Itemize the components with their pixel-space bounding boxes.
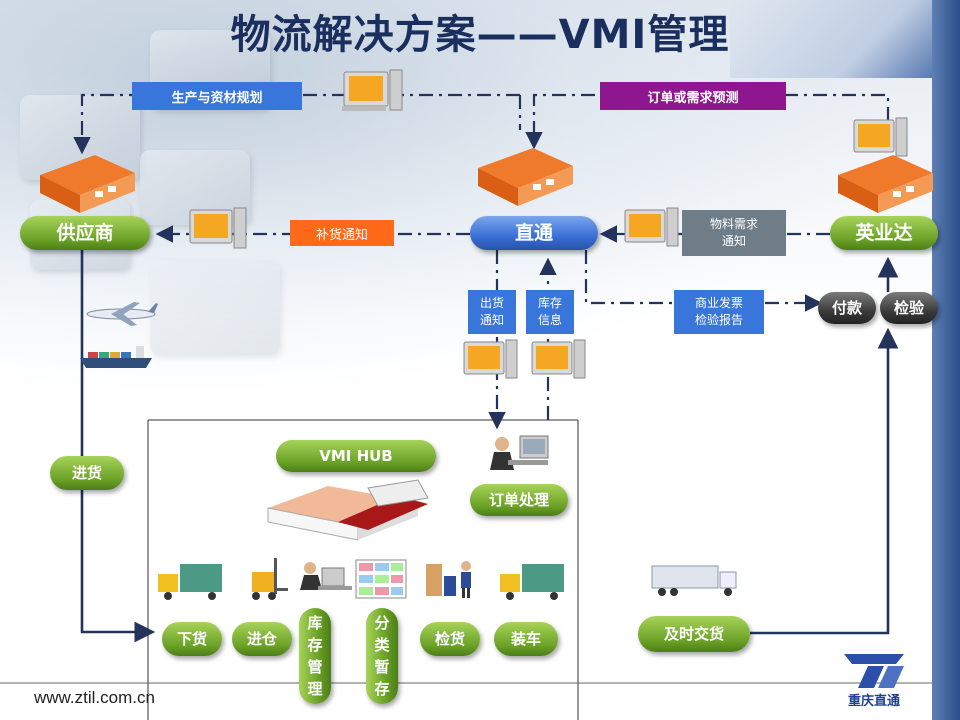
step-sort-store-label: 分类暂存 <box>374 614 390 698</box>
replenish-notice-box: 补货通知 <box>290 220 394 246</box>
shipment-notice-box: 出货 通知 <box>468 290 516 334</box>
step-inventory-mgmt-label: 库存管理 <box>307 614 323 698</box>
page-title: 物流解决方案——VMI管理 <box>230 12 730 58</box>
truck-icon <box>500 564 564 600</box>
vmi-hub-label: VMI HUB <box>276 440 436 472</box>
yingyeda-node: 英业达 <box>830 216 938 250</box>
step-load: 装车 <box>494 622 558 656</box>
step-sort-store: 分类暂存 <box>366 608 398 704</box>
invoice-report-box: 商业发票 检验报告 <box>674 290 764 334</box>
order-processing-node: 订单处理 <box>470 484 568 516</box>
step-inventory-mgmt: 库存管理 <box>299 608 331 704</box>
step-pick: 检货 <box>420 622 480 656</box>
step-warehouse-in: 进仓 <box>232 622 292 656</box>
inventory-info-box: 库存 信息 <box>526 290 574 334</box>
trailer-truck-icon <box>651 565 737 596</box>
computer-icon <box>189 207 247 249</box>
hub-warehouse-building-icon <box>267 479 429 541</box>
operator-at-computer-icon <box>490 435 549 470</box>
worker-with-cart-icon <box>426 561 471 598</box>
timely-delivery-node: 及时交货 <box>638 616 750 652</box>
material-demand-box: 物料需求 通知 <box>682 210 786 256</box>
footer-url[interactable]: www.ztil.com.cn <box>34 688 155 707</box>
airplane-icon <box>86 302 158 326</box>
company-logo-icon <box>844 654 904 688</box>
zhitong-node: 直通 <box>470 216 598 250</box>
supplier-node: 供应商 <box>20 216 150 250</box>
flow-line-inbound <box>80 250 156 643</box>
footer-company-name: 重庆直通 <box>848 694 901 709</box>
keyboard-key-decor <box>150 260 280 355</box>
inspect-node: 检验 <box>880 292 938 324</box>
forklift-icon <box>252 558 288 600</box>
computer-icon <box>531 339 586 379</box>
cargo-ship-icon <box>80 346 152 368</box>
corner-swoosh <box>730 0 960 78</box>
step-unload: 下货 <box>162 622 222 656</box>
right-edge-stripe <box>932 0 960 720</box>
computer-icon <box>624 207 679 247</box>
warehouse-building-icon <box>838 155 933 213</box>
pay-node: 付款 <box>818 292 876 324</box>
computer-icon <box>853 117 908 157</box>
computer-icon <box>463 339 518 379</box>
warehouse-building-icon <box>478 148 573 206</box>
truck-icon <box>158 564 222 600</box>
storage-rack-icon <box>355 559 407 599</box>
operator-at-computer-icon <box>300 562 352 590</box>
order-forecast-box: 订单或需求预测 <box>600 82 786 110</box>
production-planning-box: 生产与资材规划 <box>132 82 302 110</box>
flow-line-delivery <box>750 327 899 635</box>
warehouse-building-icon <box>40 155 135 213</box>
inbound-node: 进货 <box>50 456 124 490</box>
computer-icon <box>342 69 403 111</box>
